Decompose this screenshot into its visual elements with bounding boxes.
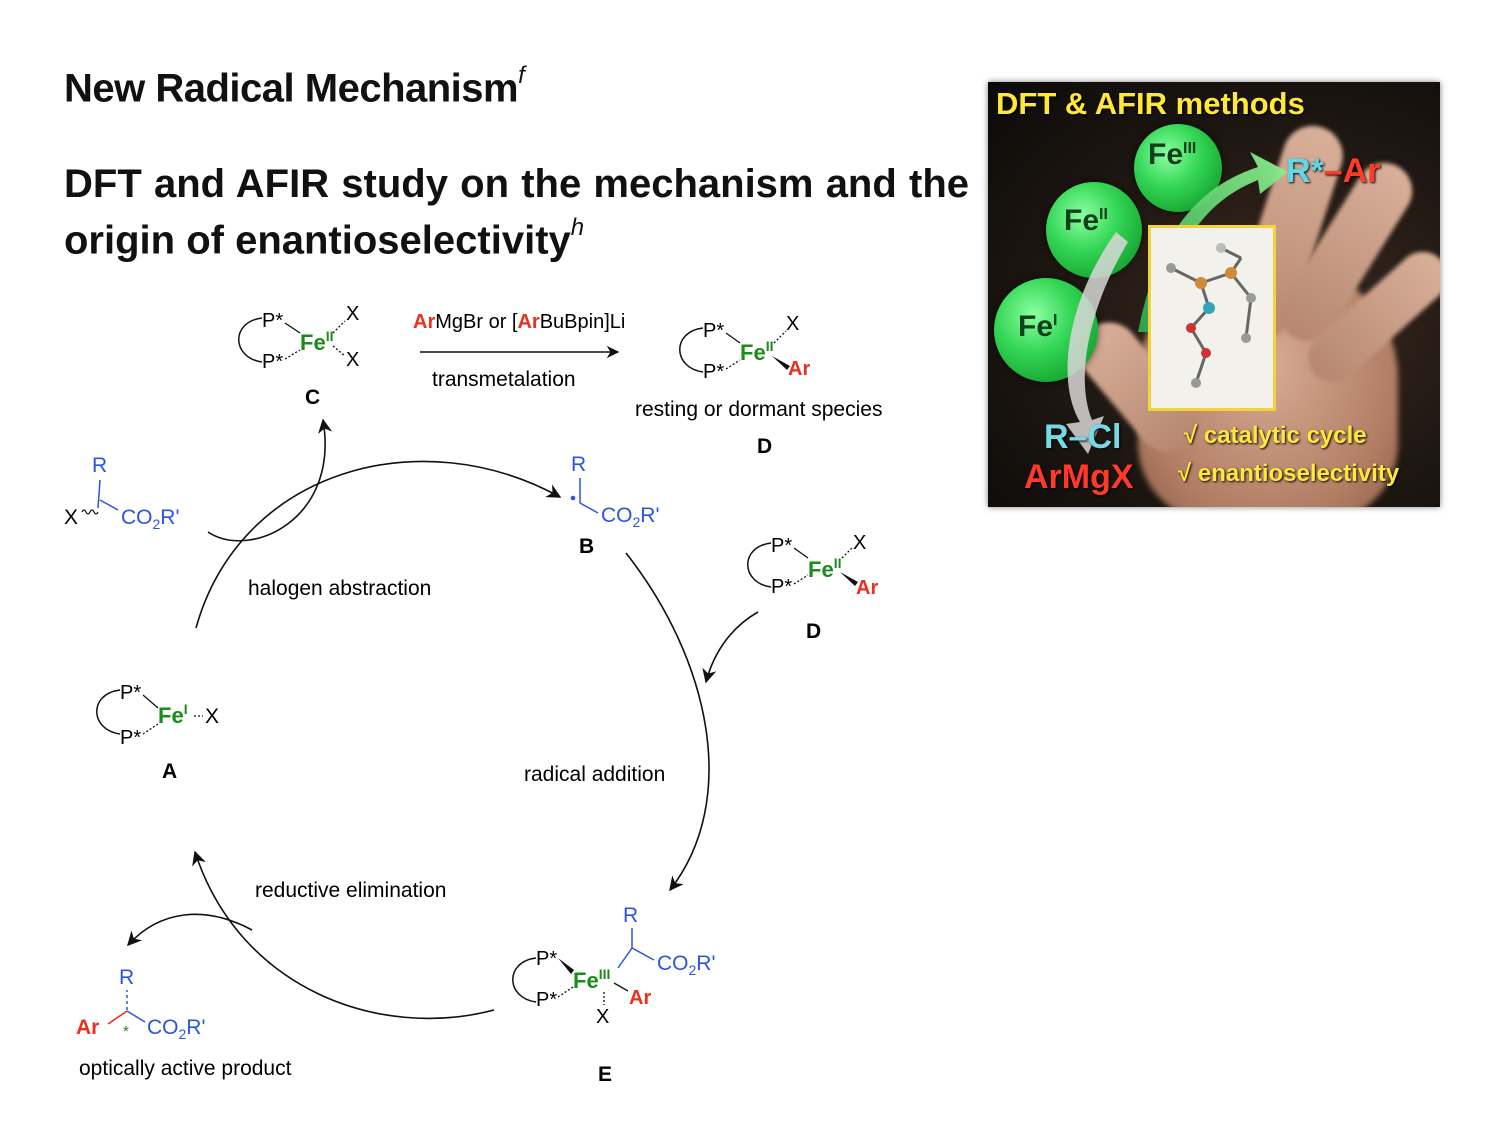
svg-text:Ar: Ar: [856, 577, 878, 599]
svg-text:FeII: FeII: [808, 555, 841, 582]
title-footnote: f: [518, 62, 525, 89]
svg-text:CO2R': CO2R': [121, 506, 179, 532]
fe-ii-ball: [1046, 182, 1142, 278]
product: Ar R CO2R' * optically active product: [76, 966, 292, 1080]
halogen-abstraction-arrow: [195, 460, 562, 629]
subtitle-footnote: h: [570, 214, 585, 241]
species-b: R CO2R' B: [570, 453, 659, 558]
svg-text:CO2R': CO2R': [657, 952, 715, 978]
toc-reactant-rcl: R–Cl: [1044, 418, 1122, 456]
svg-text:R: R: [571, 453, 586, 476]
svg-text:optically active product: optically active product: [79, 1057, 292, 1080]
svg-text:X: X: [346, 303, 359, 325]
d-entry-arrow: [702, 611, 759, 684]
svg-text:X: X: [596, 1006, 609, 1028]
svg-text:X: X: [786, 313, 799, 335]
svg-text:P*: P*: [536, 948, 557, 970]
svg-text:B: B: [579, 535, 594, 558]
toc-check-catalytic-cycle: √ catalytic cycle: [1184, 422, 1367, 449]
svg-text:FeIII: FeIII: [573, 966, 610, 993]
svg-text:P*: P*: [262, 351, 283, 373]
svg-text:CO2R': CO2R': [601, 504, 659, 530]
radical-addition-arrow: [625, 552, 710, 892]
substrate-to-c-arrow: [207, 418, 333, 542]
resting-caption: resting or dormant species: [635, 398, 882, 421]
toc-check-enantioselectivity: √ enantioselectivity: [1178, 460, 1400, 487]
step-radical-addition: radical addition: [524, 763, 665, 786]
species-d-top: P* P* FeII X Ar D: [679, 313, 810, 458]
svg-text:A: A: [162, 760, 177, 783]
svg-text:P*: P*: [703, 320, 724, 342]
svg-text:FeI: FeI: [158, 701, 188, 728]
svg-text:Ar: Ar: [76, 1016, 99, 1039]
svg-text:FeII: FeII: [300, 328, 333, 355]
species-d-side: P* P* FeII X Ar D: [747, 532, 878, 643]
slide-subtitle: DFT and AFIR study on the mechanism and …: [64, 162, 969, 263]
svg-text:X: X: [853, 532, 866, 554]
svg-text:P*: P*: [703, 361, 724, 383]
svg-text:D: D: [757, 435, 772, 458]
svg-text:R: R: [119, 966, 134, 989]
step-transmetalation: transmetalation: [432, 368, 576, 391]
svg-text:X: X: [205, 705, 219, 728]
svg-text:Ar: Ar: [788, 358, 810, 380]
svg-text:FeII: FeII: [740, 338, 773, 365]
reductive-elimination-arrow: [192, 850, 495, 1020]
species-e: P* P* FeIII R CO2R' Ar X E: [512, 904, 715, 1086]
svg-text:CO2R': CO2R': [147, 1016, 205, 1042]
svg-text:Ar: Ar: [629, 987, 651, 1009]
svg-text:P*: P*: [120, 727, 141, 749]
toc-graphic: FeIII FeII FeI DFT & AF: [988, 82, 1440, 507]
svg-text:C: C: [305, 386, 320, 409]
svg-text:P*: P*: [120, 682, 141, 704]
svg-text:E: E: [598, 1063, 612, 1086]
toc-title: DFT & AFIR methods: [996, 86, 1305, 121]
toc-product: R*–Ar: [1286, 152, 1381, 190]
svg-text:D: D: [806, 620, 821, 643]
svg-text:P*: P*: [771, 576, 792, 598]
step-reductive-elimination: reductive elimination: [255, 879, 446, 902]
svg-text:X: X: [64, 506, 78, 529]
product-release-arrow: [127, 913, 253, 947]
slide-title: New Radical Mechanismf: [64, 62, 525, 111]
svg-text:P*: P*: [262, 310, 283, 332]
svg-text:P*: P*: [771, 535, 792, 557]
svg-text:R: R: [623, 904, 638, 927]
svg-text:P*: P*: [536, 989, 557, 1011]
species-c: P* P* FeII X X C: [238, 303, 359, 409]
step-halogen-abstraction: halogen abstraction: [248, 577, 431, 600]
species-a: P* P* FeI X A: [96, 682, 219, 783]
toc-reactant-armgx: ArMgX: [1024, 458, 1134, 496]
svg-text:*: *: [123, 1023, 129, 1040]
toc-structure-image: [1148, 225, 1276, 411]
transmetalation-reagent: ArMgBr or [ArBuBpin]Li: [413, 311, 625, 333]
svg-text:X: X: [346, 349, 359, 371]
svg-text:R: R: [92, 454, 107, 477]
substrate: X R CO2R': [64, 454, 179, 532]
